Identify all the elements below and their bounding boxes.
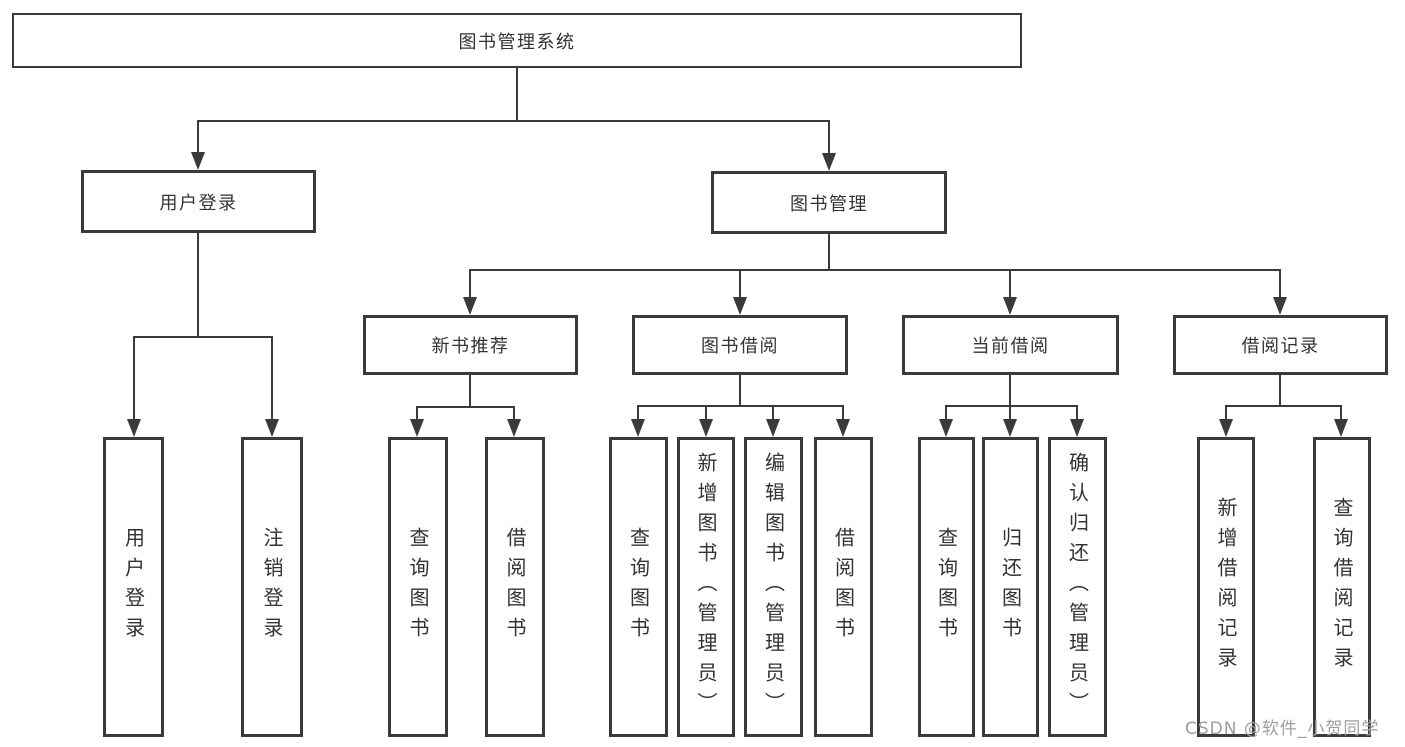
arrow-down-icon: [822, 153, 836, 171]
connector-line: [1076, 405, 1078, 421]
connector-line: [516, 68, 518, 120]
leaf-label: 新增借阅记录: [1214, 497, 1238, 677]
arrow-down-icon: [1219, 419, 1233, 437]
connector-line: [945, 405, 947, 421]
node-root: 图书管理系统: [12, 13, 1022, 68]
connector-line: [739, 269, 741, 299]
leaf-label: 归还图书: [998, 527, 1023, 647]
leaf-label: 确认归还（管理员）: [1065, 452, 1090, 722]
connector-line: [1009, 375, 1011, 407]
arrow-down-icon: [507, 419, 521, 437]
connector-line: [197, 233, 199, 338]
connector-line: [1225, 405, 1227, 421]
node-label: 图书管理: [790, 193, 868, 215]
leaf-label: 借阅图书: [831, 527, 856, 647]
arrow-down-icon: [191, 152, 205, 170]
leaf-label: 用户登录: [121, 527, 146, 647]
connector-line: [828, 234, 830, 271]
node-label: 当前借阅: [971, 336, 1050, 357]
leaf-label: 借阅图书: [503, 527, 527, 647]
leaf-bb-add-books: 新增图书（管理员）: [677, 437, 735, 737]
leaf-label: 编辑图书（管理员）: [761, 452, 786, 722]
connector-line: [271, 336, 273, 421]
connector-line: [945, 405, 1078, 407]
leaf-label: 查询借阅记录: [1330, 497, 1354, 677]
connector-line: [1225, 405, 1342, 407]
connector-line: [1279, 269, 1281, 299]
arrow-down-icon: [1003, 297, 1017, 315]
node-label: 新书推荐: [431, 336, 510, 357]
leaf-bb-query-books: 查询图书: [609, 437, 668, 737]
node-current-borrow: 当前借阅: [902, 315, 1119, 375]
leaf-logout: 注销登录: [241, 437, 303, 737]
arrow-down-icon: [410, 419, 424, 437]
leaf-bb-edit-books: 编辑图书（管理员）: [744, 437, 803, 737]
connector-line: [637, 405, 844, 407]
leaf-bb-borrow-books: 借阅图书: [814, 437, 873, 737]
arrow-down-icon: [733, 297, 747, 315]
node-label: 图书借阅: [701, 336, 779, 357]
connector-line: [772, 405, 774, 421]
node-label: 借阅记录: [1241, 336, 1320, 357]
leaf-cb-query-books: 查询图书: [918, 437, 975, 737]
arrow-down-icon: [1273, 297, 1287, 315]
arrow-down-icon: [265, 419, 279, 437]
node-borrow-records: 借阅记录: [1173, 315, 1388, 375]
connector-line: [637, 405, 639, 421]
connector-line: [1009, 405, 1011, 421]
arrow-down-icon: [766, 419, 780, 437]
leaf-cb-confirm-return: 确认归还（管理员）: [1048, 437, 1107, 737]
connector-line: [469, 269, 471, 299]
arrow-down-icon: [939, 419, 953, 437]
connector-line: [513, 406, 515, 421]
connector-line: [133, 336, 135, 421]
arrow-down-icon: [1070, 419, 1084, 437]
connector-line: [469, 269, 1281, 271]
leaf-label: 注销登录: [260, 527, 284, 647]
leaf-label: 查询图书: [406, 527, 430, 647]
connector-line: [197, 120, 830, 122]
node-book-borrow: 图书借阅: [632, 315, 848, 375]
arrow-down-icon: [836, 419, 850, 437]
leaf-user-login: 用户登录: [103, 437, 164, 737]
arrow-down-icon: [463, 297, 477, 315]
leaf-label: 新增图书（管理员）: [694, 452, 718, 722]
arrow-down-icon: [1003, 419, 1017, 437]
csdn-watermark: CSDN @软件_小贺同学: [1185, 719, 1380, 739]
arrow-down-icon: [1334, 419, 1348, 437]
connector-line: [1009, 269, 1011, 299]
arrow-down-icon: [631, 419, 645, 437]
leaf-label: 查询图书: [626, 527, 651, 647]
arrow-down-icon: [127, 419, 141, 437]
node-book-management: 图书管理: [711, 171, 947, 234]
leaf-rec-query-books: 查询图书: [388, 437, 448, 737]
leaf-rec-borrow-books: 借阅图书: [485, 437, 545, 737]
connector-line: [469, 375, 471, 408]
leaf-br-query-record: 查询借阅记录: [1313, 437, 1371, 737]
leaf-br-add-record: 新增借阅记录: [1197, 437, 1255, 737]
connector-line: [1340, 405, 1342, 421]
connector-line: [1279, 375, 1281, 407]
connector-line: [133, 336, 273, 338]
connector-line: [739, 375, 741, 407]
node-user-login: 用户登录: [81, 170, 316, 233]
arrow-down-icon: [699, 419, 713, 437]
connector-line: [828, 120, 830, 154]
leaf-label: 查询图书: [934, 527, 959, 647]
connector-line: [842, 405, 844, 421]
node-label: 图书管理系统: [458, 31, 576, 53]
connector-line: [416, 406, 418, 421]
connector-line: [197, 120, 199, 154]
leaf-cb-return-books: 归还图书: [982, 437, 1039, 737]
connector-line: [705, 405, 707, 421]
node-new-book-recommend: 新书推荐: [363, 315, 578, 375]
node-label: 用户登录: [159, 192, 238, 214]
connector-line: [416, 406, 515, 408]
